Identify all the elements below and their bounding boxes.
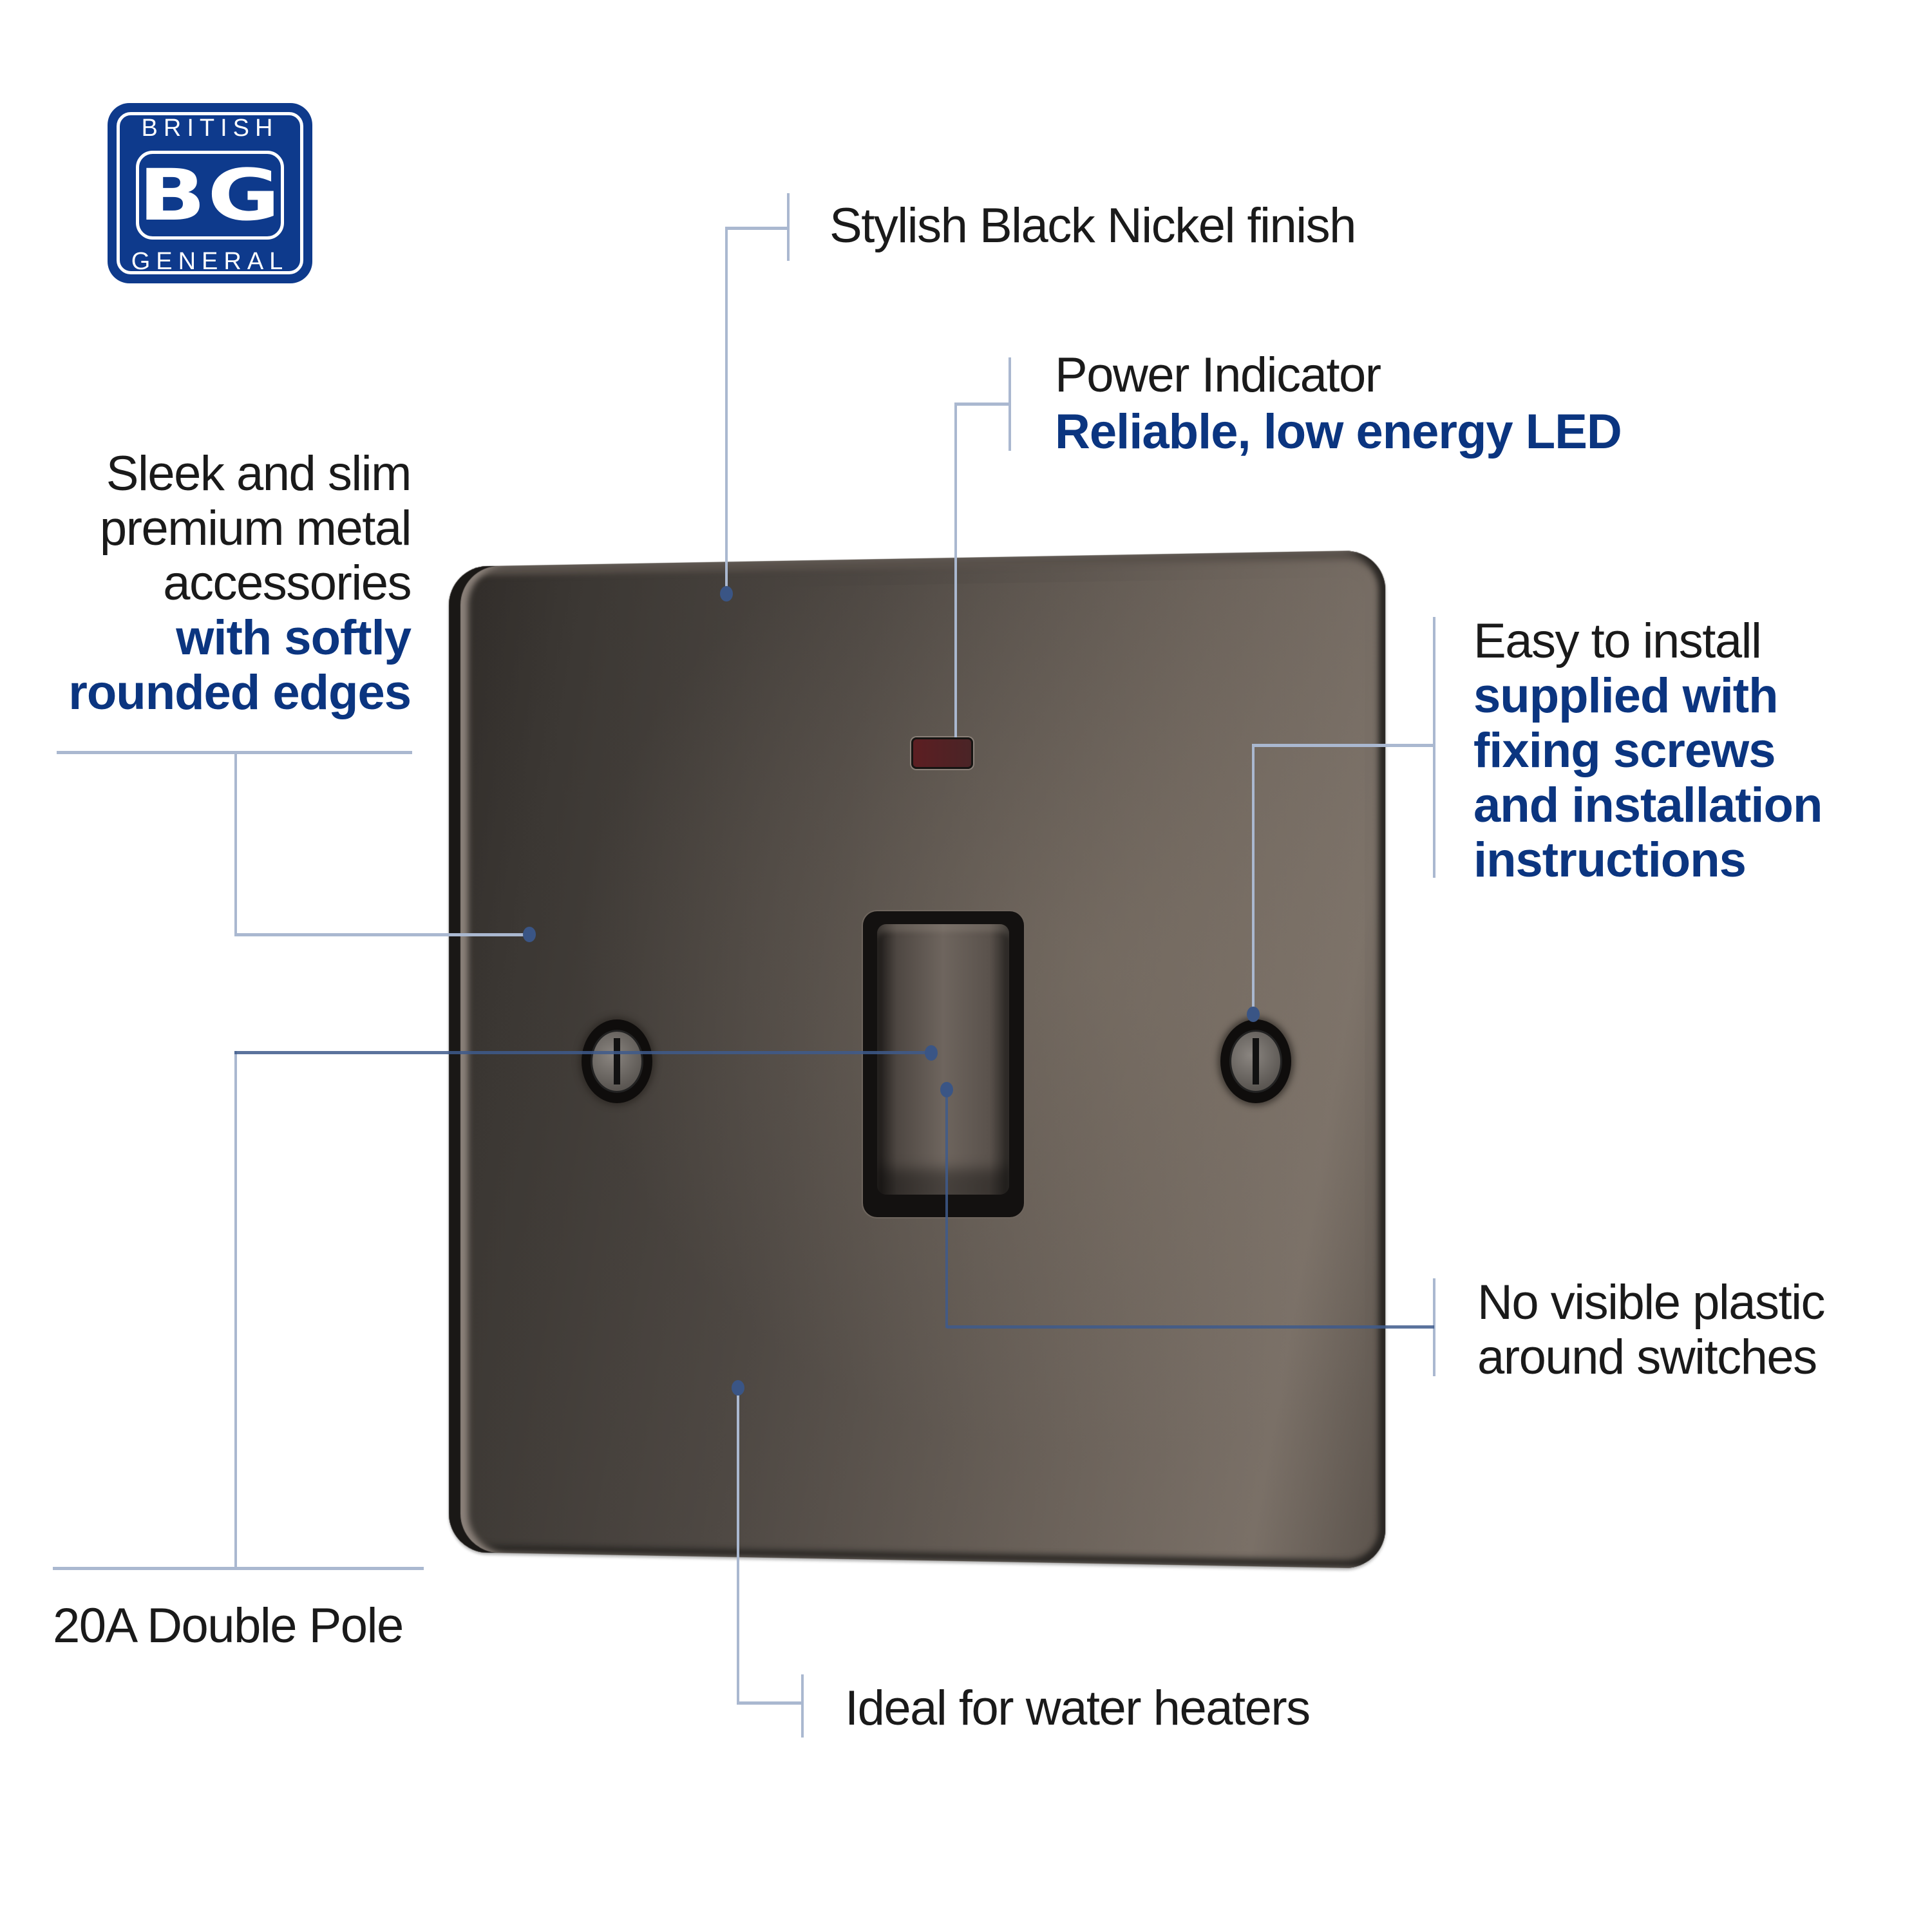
connector-finish-dot — [720, 586, 733, 601]
logo-bg-mark: BG — [138, 154, 282, 236]
connector-install-bar — [1433, 617, 1435, 878]
fixing-screw-right — [1220, 1019, 1291, 1103]
rocker-switch[interactable] — [877, 924, 1009, 1195]
connector-finish-v — [725, 227, 728, 594]
fixing-screw-left — [582, 1019, 652, 1103]
callout-plastic-line: No visible plastic — [1477, 1275, 1824, 1330]
callout-plastic-line: around switches — [1477, 1330, 1824, 1385]
connector-install-dot — [1247, 1007, 1260, 1022]
callout-install-highlight: fixing screws — [1473, 723, 1822, 778]
screw-slot — [1253, 1038, 1259, 1084]
callout-install-highlight: supplied with — [1473, 668, 1822, 723]
callout-sleek-line: premium metal — [68, 501, 411, 556]
connector-finish-h — [725, 227, 788, 230]
connector-plastic-dot — [940, 1082, 953, 1097]
connector-rating-dot — [925, 1045, 938, 1061]
screw-head — [1229, 1030, 1282, 1093]
connector-use-h — [737, 1701, 802, 1705]
callout-install-title: Easy to install — [1473, 614, 1822, 668]
callout-sleek-line: Sleek and slim — [68, 446, 411, 501]
callout-sleek-line: accessories — [68, 556, 411, 611]
connector-rating-v — [234, 1051, 237, 1569]
logo-bg-box: BG — [136, 151, 284, 240]
connector-sleek-v — [234, 751, 237, 935]
connector-use-v — [737, 1388, 739, 1703]
connector-plastic-h — [947, 1325, 1434, 1329]
connector-power-h — [954, 402, 1010, 406]
callout-power-highlight: Reliable, low energy LED — [1055, 404, 1622, 459]
callout-sleek-highlight: with softly — [68, 611, 411, 665]
callout-sleek: Sleek and slim premium metal accessories… — [68, 446, 411, 720]
connector-install-v — [1252, 744, 1255, 1014]
connector-sleek-dot — [523, 927, 536, 942]
screw-slot — [614, 1038, 620, 1084]
screw-head — [591, 1030, 643, 1093]
callout-finish: Stylish Black Nickel finish — [829, 198, 1356, 253]
callout-power-title: Power Indicator — [1055, 348, 1381, 402]
connector-plastic-v — [945, 1090, 948, 1328]
connector-sleek-h — [234, 933, 531, 936]
callout-install-highlight: instructions — [1473, 833, 1822, 887]
callout-install-highlight: and installation — [1473, 778, 1822, 833]
connector-power-v — [954, 402, 957, 737]
callout-use: Ideal for water heaters — [845, 1681, 1310, 1736]
callout-rating: 20A Double Pole — [53, 1598, 403, 1653]
logo-text-british: BRITISH — [108, 115, 312, 142]
connector-use-dot — [732, 1380, 744, 1396]
callout-sleek-highlight: rounded edges — [68, 665, 411, 720]
logo-text-general: GENERAL — [108, 248, 312, 276]
connector-install-h — [1252, 744, 1434, 747]
connector-rating-bar — [53, 1567, 424, 1570]
power-indicator-led — [911, 737, 973, 769]
callout-install: Easy to install supplied with fixing scr… — [1473, 614, 1822, 887]
callout-plastic: No visible plastic around switches — [1477, 1275, 1824, 1385]
connector-use-bar — [801, 1674, 804, 1738]
connector-rating-h — [234, 1051, 930, 1054]
british-general-logo: BRITISH BG GENERAL — [108, 103, 312, 283]
